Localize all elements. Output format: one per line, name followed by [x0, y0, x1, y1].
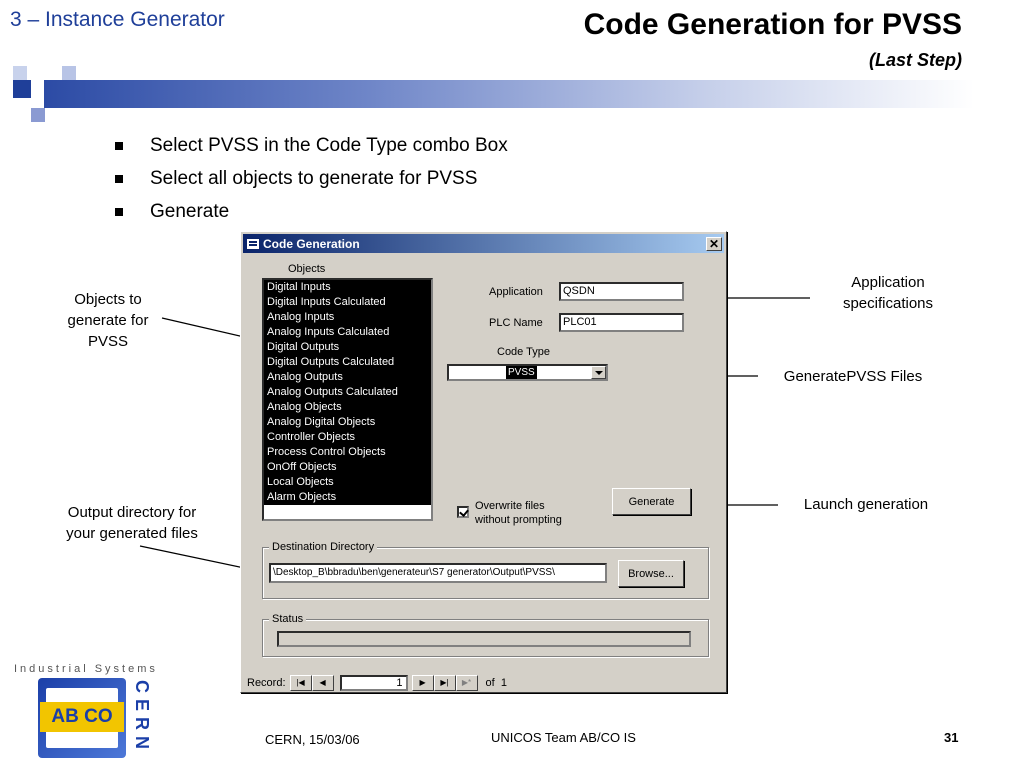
slide-subtitle: (Last Step): [868, 50, 962, 70]
ab-co-text: AB CO: [40, 702, 124, 732]
code-type-value: PVSS: [506, 366, 537, 379]
slide-title: Code Generation for PVSS: [583, 8, 962, 41]
code-generation-dialog: Code Generation ✕ Objects Digital Inputs…: [240, 231, 727, 693]
object-list-item[interactable]: Digital Outputs: [267, 341, 340, 353]
object-list-item[interactable]: Digital Inputs Calculated: [267, 296, 386, 308]
next-record-button[interactable]: ▶: [411, 675, 434, 691]
object-list-item[interactable]: Controller Objects: [267, 431, 356, 443]
ab-co-logo: AB CO: [38, 678, 126, 758]
object-list-item[interactable]: Digital Inputs: [267, 281, 331, 293]
cern-logo-text: CERN: [132, 680, 152, 756]
code-type-combo[interactable]: PVSS: [447, 364, 608, 381]
close-button[interactable]: ✕: [706, 236, 722, 251]
callout-objects: Objects to generate for PVSS: [52, 289, 164, 352]
callout-launch: Launch generation: [803, 496, 929, 513]
object-list-item[interactable]: OnOff Objects: [267, 461, 337, 473]
bullet-item: Select PVSS in the Code Type combo Box: [115, 133, 508, 166]
dialog-title: Code Generation: [263, 236, 360, 251]
bullet-item: Select all objects to generate for PVSS: [115, 166, 508, 199]
object-list-item[interactable]: Analog Outputs: [267, 371, 343, 383]
object-list-item[interactable]: Process Control Objects: [267, 446, 386, 458]
close-icon: ✕: [708, 236, 720, 251]
form-icon: [246, 237, 260, 250]
generate-button[interactable]: Generate: [612, 488, 691, 515]
object-list-item[interactable]: Analog Inputs Calculated: [267, 326, 390, 338]
application-field[interactable]: QSDN: [559, 282, 684, 301]
objects-label: Objects: [288, 263, 326, 275]
last-record-button[interactable]: ▶|: [433, 675, 456, 691]
callout-output-text: Output directory for your generated file…: [66, 504, 198, 542]
destination-label: Destination Directory: [269, 541, 378, 553]
browse-button[interactable]: Browse...: [618, 560, 684, 587]
record-count: of 1: [485, 677, 507, 689]
destination-group: [262, 547, 709, 599]
record-navigator: Record: |◀ ◀ 1 ▶ ▶| ▶* of 1: [247, 675, 507, 691]
code-type-label: Code Type: [497, 346, 551, 358]
status-label: Status: [269, 613, 307, 625]
bullet-square-icon: [115, 208, 123, 216]
object-list-item[interactable]: Digital Outputs Calculated: [267, 356, 395, 368]
record-number-field[interactable]: 1: [339, 675, 408, 691]
logo-industrial-systems: Industrial Systems: [14, 663, 158, 675]
plc-name-field[interactable]: PLC01: [559, 313, 684, 332]
plc-name-label: PLC Name: [489, 317, 543, 329]
bullet-item: Generate: [115, 199, 508, 232]
object-list-item[interactable]: Analog Inputs: [267, 311, 335, 323]
status-progress-bar: [277, 631, 691, 647]
object-list-item[interactable]: Alarm Objects: [267, 491, 337, 503]
dialog-titlebar[interactable]: Code Generation ✕: [243, 234, 724, 253]
page-number: 31: [944, 730, 959, 745]
callout-application: Application specifications: [826, 272, 950, 314]
footer-team: UNICOS Team AB/CO IS: [491, 730, 636, 745]
status-group: [262, 619, 709, 657]
bullet-list: Select PVSS in the Code Type combo Box S…: [115, 133, 508, 232]
chevron-down-icon[interactable]: [591, 366, 606, 379]
title-banner: [44, 80, 974, 108]
record-label: Record:: [247, 677, 286, 689]
section-title: 3 – Instance Generator: [10, 8, 225, 31]
previous-record-button[interactable]: ◀: [311, 675, 334, 691]
bullet-square-icon: [115, 175, 123, 183]
object-list-item[interactable]: Analog Objects: [267, 401, 342, 413]
bullet-square-icon: [115, 142, 123, 150]
callout-objects-text: Objects to generate for PVSS: [67, 291, 149, 350]
callout-application-text: Application specifications: [842, 274, 934, 312]
object-list-item[interactable]: Analog Digital Objects: [267, 416, 376, 428]
destination-field[interactable]: \Desktop_B\bbradu\ben\generateur\S7 gene…: [269, 563, 607, 583]
object-list-item[interactable]: Local Objects: [267, 476, 334, 488]
callout-output: Output directory for your generated file…: [50, 502, 214, 544]
overwrite-label: Overwrite files without prompting: [475, 500, 562, 526]
application-label: Application: [489, 286, 543, 298]
first-record-button[interactable]: |◀: [289, 675, 312, 691]
object-list-item[interactable]: Analog Outputs Calculated: [267, 386, 398, 398]
callout-generate-files: GeneratePVSS Files: [783, 368, 923, 385]
overwrite-checkbox[interactable]: [457, 506, 469, 518]
new-record-button[interactable]: ▶*: [455, 675, 478, 691]
footer-date: CERN, 15/03/06: [265, 732, 360, 747]
